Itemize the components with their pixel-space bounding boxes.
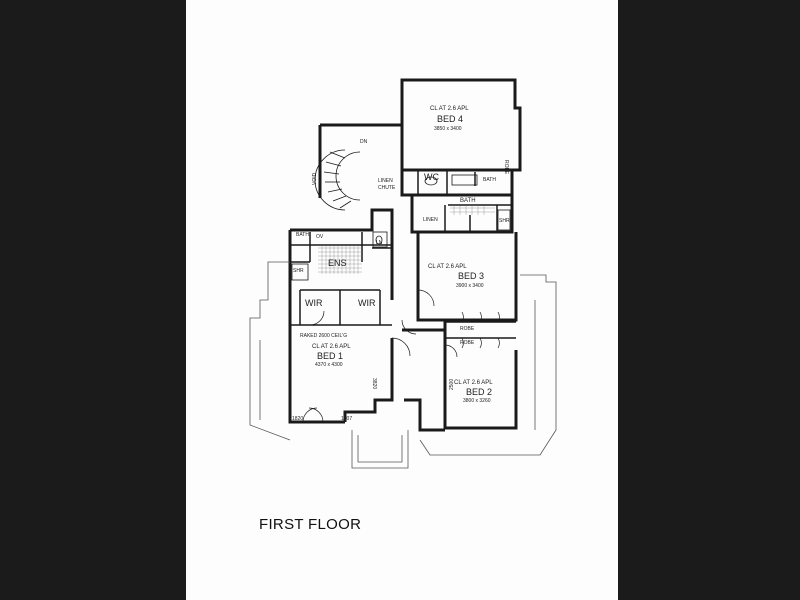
bed1-raked-ceiling: RAKED 2600 CEIL'G bbox=[300, 333, 347, 339]
linen-chute-line1: LINEN bbox=[378, 178, 393, 184]
robe-bed3-label: ROBE bbox=[460, 326, 475, 332]
void-label: VOID bbox=[312, 172, 318, 185]
dim-1820: 1820 bbox=[292, 416, 303, 422]
linen-chute-line2: CHUTE bbox=[378, 185, 396, 191]
floor-title: FIRST FLOOR bbox=[259, 516, 362, 533]
ln-label: LN bbox=[376, 240, 383, 246]
bath-small-label: BATH bbox=[483, 177, 496, 183]
dim-3820: 3820 bbox=[371, 378, 377, 389]
bed3-dims: 3900 x 3400 bbox=[456, 283, 484, 289]
fixtures bbox=[291, 174, 511, 281]
bed3-name: BED 3 bbox=[458, 271, 484, 281]
robe-bed2-label: ROBE bbox=[460, 340, 475, 346]
shr-bath-label: SHR bbox=[499, 218, 510, 224]
bath-label: BATH bbox=[460, 198, 476, 204]
bath-tiles bbox=[450, 206, 495, 215]
bed1-dims: 4370 x 4300 bbox=[315, 362, 343, 368]
linen-label: LINEN bbox=[423, 217, 438, 223]
bed4-robe-label: ROBE bbox=[503, 160, 509, 175]
bed1-ceiling-label: CL AT 2.6 APL bbox=[312, 344, 351, 350]
shr-ens-label: SHR bbox=[293, 268, 304, 274]
roof-lines bbox=[249, 261, 557, 469]
bed2-ceiling-label: CL AT 2.6 APL bbox=[454, 380, 493, 386]
dim-2500: 2500 bbox=[449, 379, 455, 390]
wc-label: WC bbox=[424, 172, 439, 182]
staircase bbox=[314, 149, 361, 211]
wir-right-label: WIR bbox=[358, 298, 376, 308]
bed2-name: BED 2 bbox=[466, 387, 492, 397]
exterior-walls bbox=[288, 78, 522, 432]
ensuite-tiles bbox=[318, 246, 362, 274]
bed2-dims: 3800 x 3260 bbox=[463, 398, 491, 404]
door-swings bbox=[302, 289, 500, 423]
bed4-ceiling-label: CL AT 2.6 APL bbox=[430, 106, 469, 112]
bed4-name: BED 4 bbox=[437, 114, 463, 124]
wir-left-label: WIR bbox=[305, 298, 323, 308]
dim-1207: 1207 bbox=[341, 416, 352, 422]
bed1-name: BED 1 bbox=[317, 351, 343, 361]
interior-walls bbox=[290, 170, 516, 339]
ens-label: ENS bbox=[328, 258, 347, 268]
ov-label: OV bbox=[316, 234, 324, 240]
bath-ens-label: BATH bbox=[296, 232, 309, 238]
bed4-dims: 3850 x 3400 bbox=[434, 126, 462, 132]
bed3-ceiling-label: CL AT 2.6 APL bbox=[428, 264, 467, 270]
stair-dn-label: DN bbox=[360, 139, 368, 145]
